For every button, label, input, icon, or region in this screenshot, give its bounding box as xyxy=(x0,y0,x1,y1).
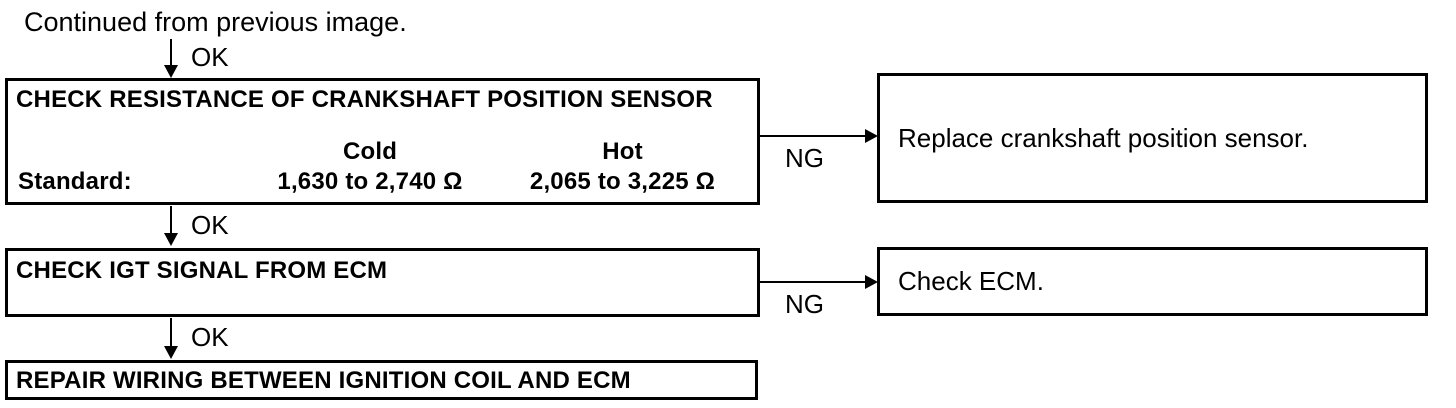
result-text: Check ECM. xyxy=(898,266,1044,296)
ok-label-1: OK xyxy=(191,42,229,72)
down-arrow-icon xyxy=(164,233,178,246)
down-arrow-icon xyxy=(164,65,178,78)
ok-connector-line-1 xyxy=(170,39,172,67)
ng-connector-line-1 xyxy=(760,135,866,137)
spec-header-hot: Hot xyxy=(602,138,643,165)
right-arrow-icon xyxy=(865,275,878,289)
step-box-repair-wiring: REPAIR WIRING BETWEEN IGNITION COIL AND … xyxy=(5,360,758,400)
ok-connector-line-2 xyxy=(170,206,172,235)
ng-label-2: NG xyxy=(785,289,824,319)
ok-connector-line-3 xyxy=(170,318,172,347)
right-arrow-icon xyxy=(865,129,878,143)
down-arrow-icon xyxy=(164,346,178,359)
result-box-replace-crankshaft-sensor: Replace crankshaft position sensor. xyxy=(877,73,1428,203)
step-box-check-crankshaft-sensor-resistance: CHECK RESISTANCE OF CRANKSHAFT POSITION … xyxy=(5,78,760,205)
result-box-check-ecm: Check ECM. xyxy=(877,247,1428,316)
result-text: Replace crankshaft position sensor. xyxy=(898,122,1309,153)
spec-header-cold: Cold xyxy=(342,138,398,165)
standard-spec-table: Cold Hot Standard: 1,630 to 2,740 Ω 2,06… xyxy=(10,137,730,197)
spec-value-hot: 2,065 to 3,225 Ω xyxy=(529,168,716,195)
step-title: CHECK IGT SIGNAL FROM ECM xyxy=(16,257,388,284)
step-box-check-igt-signal: CHECK IGT SIGNAL FROM ECM xyxy=(5,248,760,317)
ok-label-3: OK xyxy=(191,322,229,352)
spec-spacer xyxy=(10,137,225,167)
step-title: REPAIR WIRING BETWEEN IGNITION COIL AND … xyxy=(16,367,631,394)
continued-from-label: Continued from previous image. xyxy=(24,7,407,37)
standard-label: Standard: xyxy=(18,168,132,195)
spec-value-cold: 1,630 to 2,740 Ω xyxy=(277,168,463,195)
ng-connector-line-2 xyxy=(760,281,866,283)
step-title: CHECK RESISTANCE OF CRANKSHAFT POSITION … xyxy=(16,86,713,113)
ok-label-2: OK xyxy=(191,210,229,240)
ng-label-1: NG xyxy=(785,143,824,173)
